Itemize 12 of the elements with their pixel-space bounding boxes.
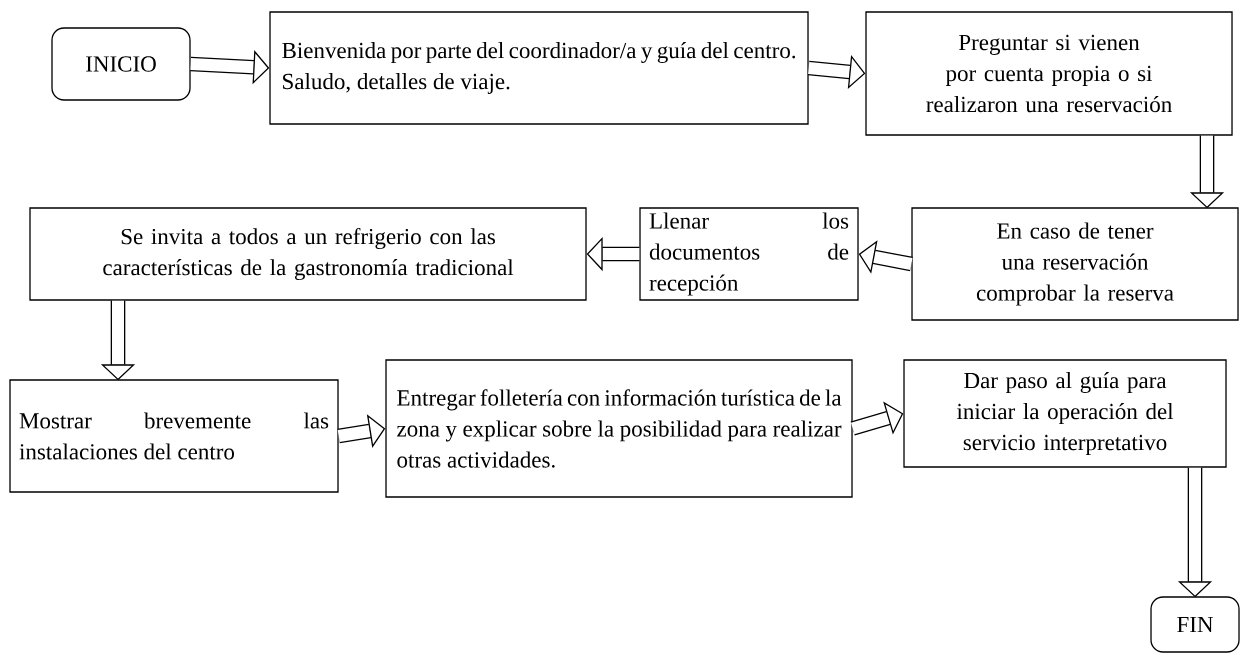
block-arrow: [850, 401, 904, 436]
process-box: Dar paso al guía para iniciar la operación del servicio interpretativo: [903, 359, 1227, 468]
process-box: Mostrar brevemente las instalaciones del centro: [9, 379, 339, 493]
process-box: Se invita a todos a un refrigerio con las características de la gastronomía tradicional: [29, 207, 587, 301]
process-box: Entregar folletería con información turística de la zona y explicar sobre la posibilidad para realizar otras actividades.: [385, 359, 853, 498]
process-box: Bienvenida por parte del coordinador/a y guía del centro. Saludo, detalles de viaje.: [269, 11, 809, 125]
process-box: Llenar los documentos de recepción: [639, 207, 859, 301]
process-box: Preguntar si vienen por cuenta propia o si realizaron una reservación: [865, 11, 1233, 136]
block-arrow: [807, 54, 866, 89]
terminal-box: FIN: [1150, 596, 1240, 653]
terminal-box: INICIO: [51, 27, 191, 101]
process-box: En caso de tener una reservación comprobar la reserva: [911, 207, 1239, 321]
